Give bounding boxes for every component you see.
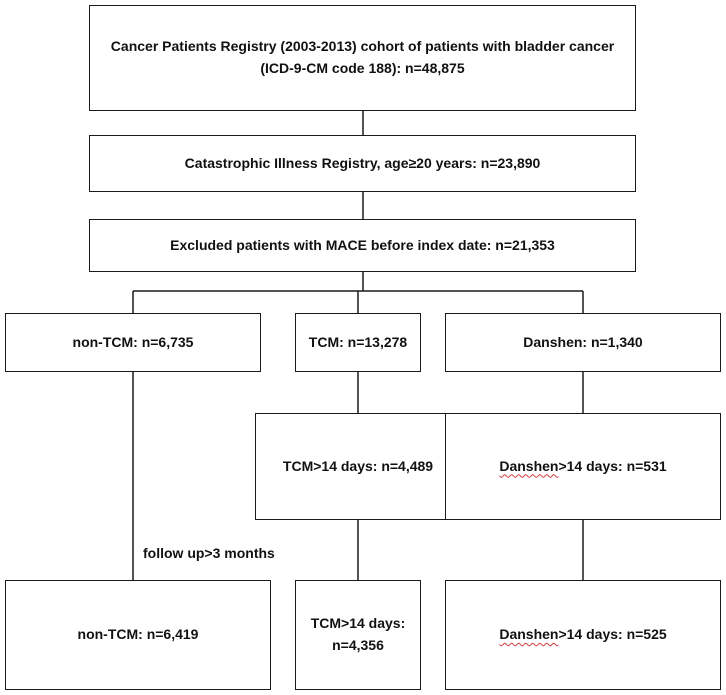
- box-non-tcm-final: non-TCM: n=6,419: [5, 580, 271, 690]
- box-danshen-label: Danshen: n=1,340: [523, 333, 643, 350]
- danshen-final-spellcheck-word: Danshen: [499, 626, 559, 643]
- follow-up-label: follow up>3 months: [143, 545, 275, 561]
- danshen-14-spellcheck-word: Danshen: [499, 457, 559, 474]
- box-excluded-label: Excluded patients with MACE before index…: [170, 236, 555, 253]
- box-tcm: TCM: n=13,278: [295, 313, 421, 372]
- box-non-tcm-label: non-TCM: n=6,735: [72, 333, 194, 350]
- follow-up-annotation: follow up>3 months: [141, 545, 277, 561]
- box-tcm-14: TCM>14 days: n=4,489: [255, 413, 461, 520]
- box-excluded: Excluded patients with MACE before index…: [89, 219, 636, 272]
- box-non-tcm: non-TCM: n=6,735: [5, 313, 261, 372]
- box-catastrophic: Catastrophic Illness Registry, age≥20 ye…: [89, 135, 636, 192]
- box-tcm-label: TCM: n=13,278: [308, 333, 408, 350]
- box-registry: Cancer Patients Registry (2003-2013) coh…: [89, 5, 636, 111]
- box-catastrophic-label: Catastrophic Illness Registry, age≥20 ye…: [184, 154, 541, 171]
- box-tcm-final: TCM>14 days: n=4,356: [295, 580, 421, 690]
- danshen-14-rest: >14 days: n=531: [558, 457, 667, 474]
- box-danshen-14: Danshen>14 days: n=531: [445, 413, 721, 520]
- box-registry-label: Cancer Patients Registry (2003-2013) coh…: [110, 38, 615, 76]
- box-danshen-14-label: Danshen>14 days: n=531: [499, 456, 666, 478]
- box-danshen: Danshen: n=1,340: [445, 313, 721, 372]
- box-non-tcm-final-label: non-TCM: n=6,419: [77, 626, 199, 643]
- box-tcm-final-label: TCM>14 days: n=4,356: [310, 615, 406, 653]
- box-danshen-final: Danshen>14 days: n=525: [445, 580, 721, 690]
- danshen-final-rest: >14 days: n=525: [558, 626, 667, 643]
- box-danshen-final-label: Danshen>14 days: n=525: [499, 624, 666, 646]
- box-tcm-14-label: TCM>14 days: n=4,489: [282, 457, 434, 474]
